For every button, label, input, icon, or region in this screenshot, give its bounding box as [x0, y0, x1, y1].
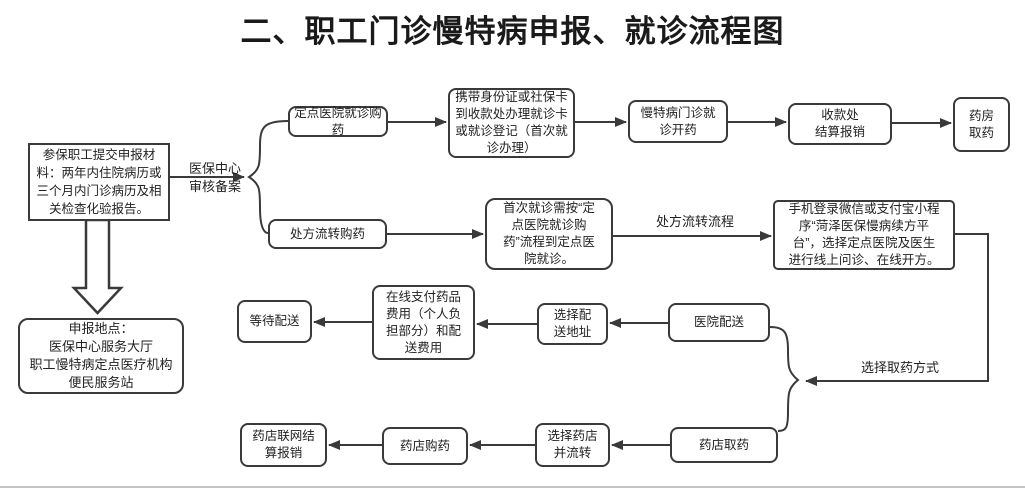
- brace-split-left-icon: [247, 120, 289, 234]
- node-first-visit-note: 首次就诊需按“定 点医院就诊购 药”流程到定点医 院就诊。: [485, 198, 613, 270]
- node-pharmacy-pickup: 药店取药: [670, 427, 778, 463]
- node-bring-id-card: 携带身份证或社保卡 到收款处办理就诊卡 或就诊登记（首次就 诊办理）: [448, 88, 575, 158]
- node-choose-pharmacy: 选择药店 并流转: [535, 423, 610, 467]
- edge-label-choose-pickup: 选择取药方式: [860, 360, 939, 375]
- node-hospital-delivery: 医院配送: [668, 303, 770, 342]
- node-delivery-address: 选择配 送地址: [537, 303, 608, 345]
- node-pharmacy-settle: 药店联网结 算报销: [240, 423, 327, 467]
- node-apply-location: 申报地点： 医保中心服务大厅 职工慢特病定点医疗机构 便民服务站: [18, 318, 184, 394]
- node-pharmacy-room-pickup: 药房 取药: [953, 97, 1010, 152]
- node-cashier-settle: 收款处 结算报销: [788, 103, 892, 145]
- node-hospital-visit-purchase: 定点医院就诊购药: [288, 106, 388, 137]
- big-down-arrow-icon: [71, 218, 124, 315]
- node-prescription-transfer: 处方流转购药: [268, 219, 387, 249]
- brace-split-right-icon: [769, 326, 800, 432]
- edge-label-prescription-flow: 处方流转流程: [655, 214, 734, 229]
- page-bottom-border: [0, 486, 1025, 488]
- node-wait-delivery: 等待配送: [237, 300, 312, 343]
- node-pay-online: 在线支付药品 费用（个人负 担部分）和配 送费用: [372, 285, 475, 360]
- node-clinic-prescribe: 慢特病门诊就 诊开药: [628, 100, 728, 143]
- page-title: 二、职工门诊慢特病申报、就诊流程图: [240, 14, 785, 49]
- node-apply-materials: 参保职工提交申报材 料：两年内住院病历或 三个月内门诊病历及相 关检查化验报告。: [28, 143, 170, 221]
- edge-label-audit: 医保中心 审核备案: [188, 161, 241, 194]
- node-pharmacy-purchase: 药店购药: [382, 427, 468, 465]
- node-mobile-platform: 手机登录微信或支付宝小程 序“菏泽医保慢病续方平 台”，选择定点医院及医生 进行…: [773, 200, 955, 270]
